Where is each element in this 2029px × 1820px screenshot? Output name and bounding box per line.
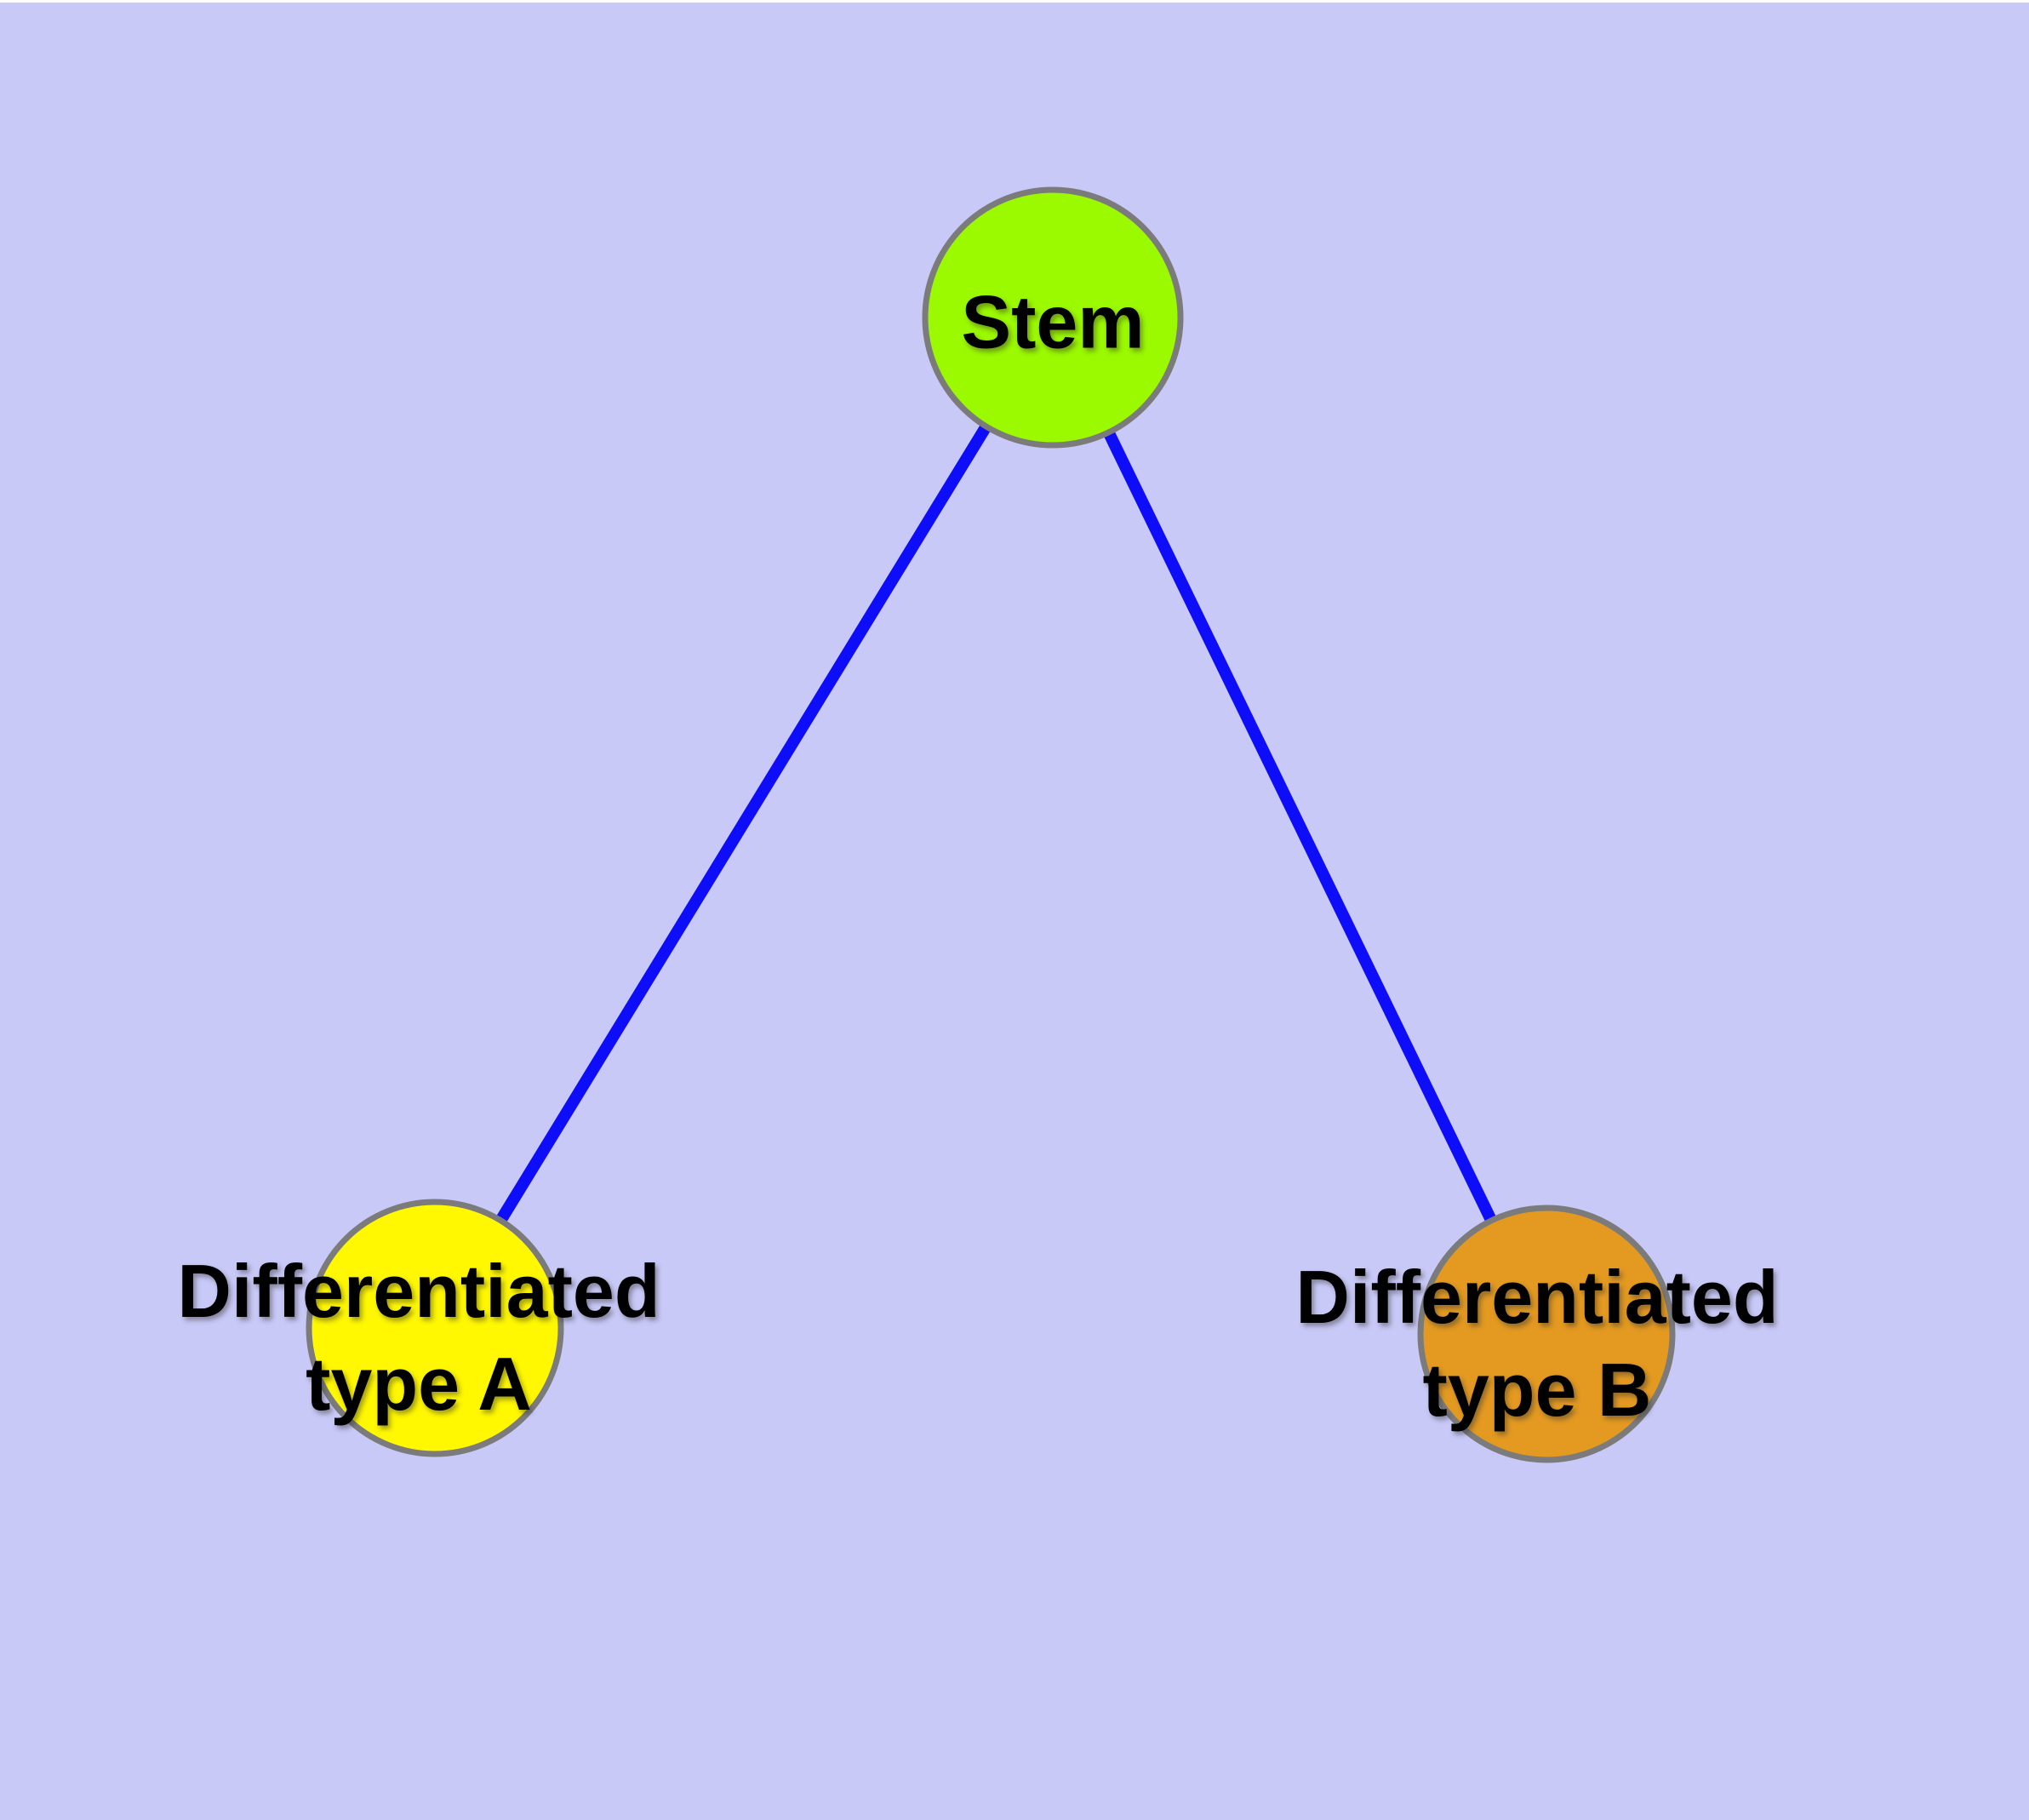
node-differentiated-type-a[interactable]	[306, 1199, 564, 1457]
top-border-strip	[0, 0, 2029, 3]
node-differentiated-type-b[interactable]	[1417, 1205, 1676, 1463]
node-stem[interactable]	[922, 186, 1184, 449]
edge-stem-to-differentiated-type-b[interactable]	[1047, 314, 1552, 1337]
edge-stem-to-differentiated-type-a[interactable]	[430, 314, 1058, 1331]
